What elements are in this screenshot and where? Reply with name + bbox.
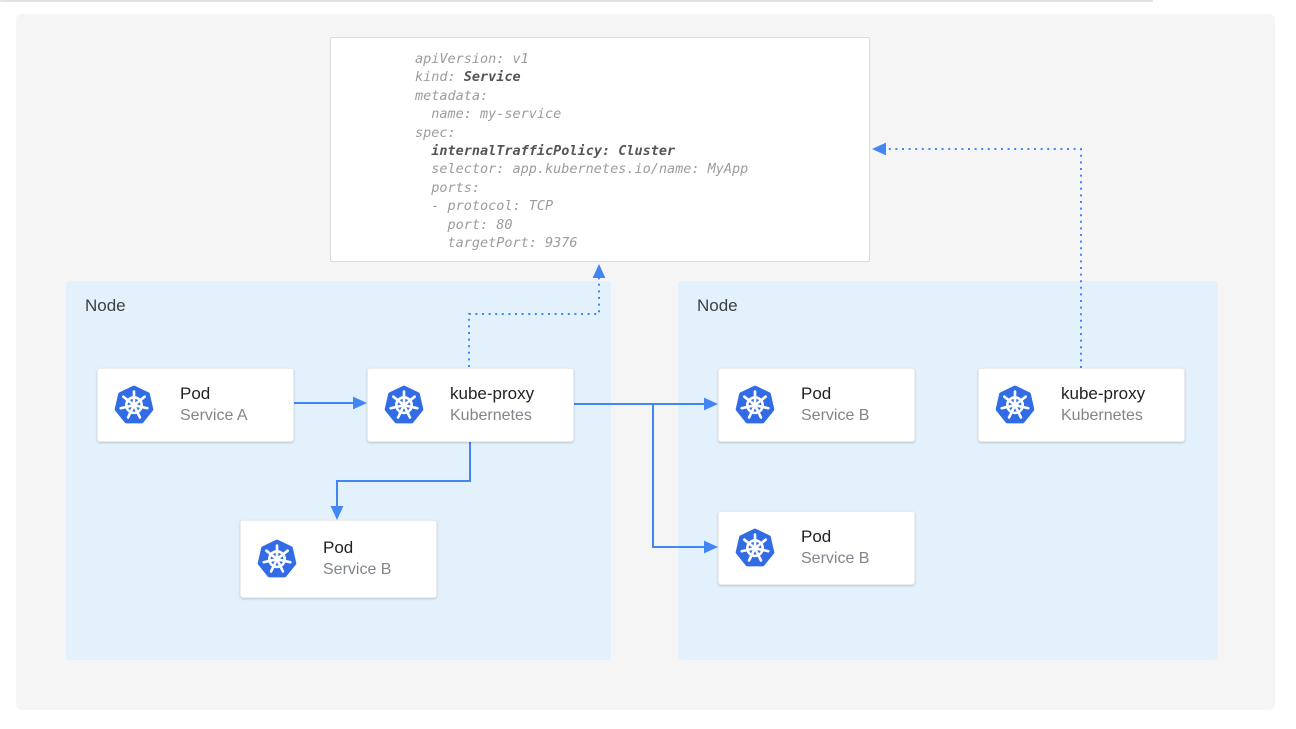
arrowhead [704,397,718,411]
arrow-kube-proxy-to-pod-b-bottom [652,404,705,548]
card-title: Pod [801,527,832,546]
card-title: Pod [801,384,832,403]
kubernetes-icon [257,539,297,578]
card-subtitle: Service B [801,407,870,424]
arrowhead [704,540,718,554]
yaml-line: metadata: [415,87,489,104]
card-subtitle: Kubernetes [1061,407,1143,424]
yaml-line: name: my-service [415,106,562,123]
arrowhead [592,264,606,278]
dotted-arrow-kube-proxy-left-to-service [468,277,600,367]
yaml-line: targetPort: 9376 [415,235,578,252]
kubernetes-icon [384,385,424,424]
card-subtitle: Service B [801,550,870,567]
node-right: Node [678,281,1218,660]
card-kube-proxy-right: kube-proxy Kubernetes [978,368,1185,442]
arrowhead [330,506,344,520]
arrow-kube-proxy-to-pod-b-left [336,440,471,507]
kubernetes-icon [114,385,154,424]
card-pod-service-b-top: Pod Service B [718,368,915,442]
yaml-line: port: 80 [415,216,513,233]
yaml-line: spec: [415,124,456,141]
card-subtitle: Service A [180,407,248,424]
card-title: kube-proxy [1061,384,1146,403]
arrowhead [353,396,367,410]
card-pod-service-b-left: Pod Service B [240,520,437,598]
arrowhead [872,142,886,156]
node-left-label: Node [85,296,126,315]
top-divider [0,0,1153,2]
card-title: kube-proxy [450,384,535,403]
dotted-arrow-kube-proxy-right-to-service [885,148,1082,368]
card-subtitle: Service B [323,561,392,578]
kubernetes-icon [995,385,1035,424]
yaml-line: selector: app.kubernetes.io/name: MyApp [415,161,749,178]
card-title: Pod [323,538,354,557]
yaml-line: ports: [415,179,481,196]
yaml-line: kind: Service [415,69,521,86]
yaml-line: apiVersion: v1 [415,51,529,67]
yaml-line: internalTrafficPolicy: Cluster [431,143,676,160]
node-right-label: Node [697,296,738,315]
yaml-line: - protocol: TCP [415,198,554,215]
card-subtitle: Kubernetes [450,407,532,424]
card-pod-service-b-bottom: Pod Service B [718,511,915,585]
card-pod-service-a: Pod Service A [97,368,294,442]
kubernetes-icon [735,528,775,567]
card-title: Pod [180,384,211,403]
card-kube-proxy-left: kube-proxy Kubernetes [367,368,574,442]
kubernetes-icon [735,385,775,424]
service-yaml-box: apiVersion: v1 kind: Service metadata: n… [330,37,870,262]
